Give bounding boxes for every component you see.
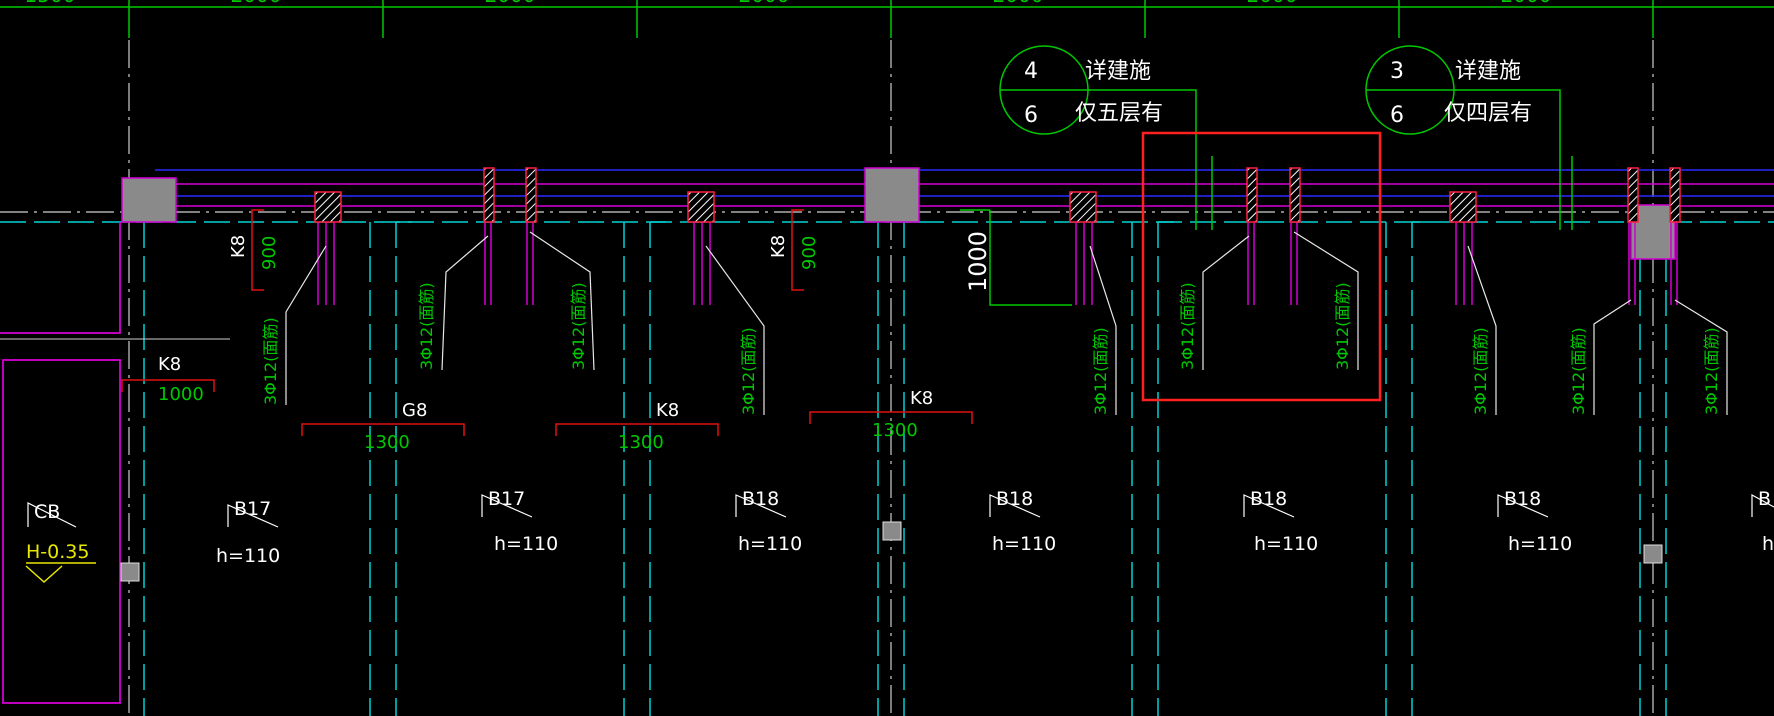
svg-text:K8: K8 [768, 235, 789, 258]
svg-text:h=110: h=110 [738, 533, 802, 555]
beam-mark-4: K8 1300 [809, 388, 973, 441]
callout-2: 3 6 详建施 仅四层有 [1365, 45, 1561, 230]
column-2 [864, 167, 920, 223]
rebar-label-2: 3Φ12(面筋) [417, 282, 436, 370]
svg-text:详建施: 详建施 [1455, 59, 1521, 84]
svg-text:详建施: 详建施 [1085, 59, 1151, 84]
svg-text:1300: 1300 [872, 420, 918, 441]
slab-label-2: B17 h=110 [481, 488, 558, 555]
rebar-hatches [314, 167, 1681, 305]
svg-text:B18: B18 [996, 488, 1033, 510]
svg-text:h=110: h=110 [494, 533, 558, 555]
svg-text:H-0.35: H-0.35 [26, 541, 89, 563]
slab-label-6: B18 h=110 [1497, 488, 1572, 555]
svg-text:B17: B17 [488, 488, 525, 510]
small-column-2 [882, 521, 902, 541]
callout-1: 4 6 详建施 仅五层有 [999, 45, 1197, 230]
svg-text:CB: CB [34, 501, 60, 523]
cb-label: CB H-0.35 [25, 501, 96, 584]
grid-dim-0: 1500 [25, 0, 76, 7]
vertical-dim-1: K8 900 [228, 209, 280, 291]
rebar-label-7: 3Φ12(面筋) [1333, 282, 1352, 370]
grid-dim-4: 2000 [993, 0, 1044, 7]
wall-lines [155, 169, 1774, 207]
small-column-1 [120, 562, 140, 582]
svg-text:3: 3 [1390, 59, 1404, 84]
svg-text:B18: B18 [1504, 488, 1541, 510]
svg-text:B17: B17 [234, 498, 271, 520]
beam-mark-1: K8 1000 [121, 354, 215, 405]
columns [121, 167, 1676, 260]
vertical-dim-2: K8 900 [768, 209, 820, 291]
beam-lines [0, 221, 1774, 716]
svg-text:B: B [1758, 488, 1771, 510]
beam-mark-3: K8 1300 [555, 400, 719, 453]
left-outline [0, 222, 121, 704]
svg-text:B18: B18 [742, 488, 779, 510]
highlight-box [1141, 131, 1382, 402]
svg-text:B18: B18 [1250, 488, 1287, 510]
vertical-dim-1000: 1000 [960, 209, 1072, 306]
rebar-label-6: 3Φ12(面筋) [1178, 282, 1197, 370]
svg-text:仅五层有: 仅五层有 [1075, 101, 1163, 126]
slab-label-5: B18 h=110 [1243, 488, 1318, 555]
grid-dim-5: 2000 [1247, 0, 1298, 7]
svg-text:仅四层有: 仅四层有 [1444, 101, 1532, 126]
svg-text:1000: 1000 [158, 384, 204, 405]
svg-text:G8: G8 [402, 400, 427, 421]
svg-text:900: 900 [259, 236, 280, 270]
rebar-label-4: 3Φ12(面筋) [739, 327, 758, 415]
svg-text:6: 6 [1390, 103, 1404, 128]
grid-dim-1: 2000 [231, 0, 282, 7]
svg-text:900: 900 [799, 236, 820, 270]
slab-label-1: B17 h=110 [216, 498, 280, 567]
svg-text:1300: 1300 [364, 432, 410, 453]
svg-text:K8: K8 [656, 400, 679, 421]
leader-lines [285, 231, 1728, 415]
svg-text:h=110: h=110 [992, 533, 1056, 555]
svg-text:1300: 1300 [618, 432, 664, 453]
grid-dim-6: 2000 [1501, 0, 1552, 7]
svg-text:h=110: h=110 [1254, 533, 1318, 555]
rebar-label-3: 3Φ12(面筋) [569, 282, 588, 370]
column-1 [121, 177, 177, 223]
slab-label-3: B18 h=110 [735, 488, 802, 555]
top-dimension-line: 1500 2000 2000 2000 2000 2000 2000 [0, 0, 1774, 38]
slab-label-4: B18 h=110 [989, 488, 1056, 555]
rebar-label-5: 3Φ12(面筋) [1091, 327, 1110, 415]
grid-dim-2: 2000 [485, 0, 536, 7]
svg-text:6: 6 [1024, 103, 1038, 128]
svg-text:h=110: h=110 [216, 545, 280, 567]
svg-text:h: h [1762, 533, 1774, 555]
svg-text:1000: 1000 [964, 231, 992, 292]
rebar-label-8: 3Φ12(面筋) [1471, 327, 1490, 415]
svg-text:K8: K8 [228, 235, 249, 258]
svg-text:K8: K8 [910, 388, 933, 409]
column-3 [1630, 204, 1676, 260]
svg-text:K8: K8 [158, 354, 181, 375]
svg-text:4: 4 [1024, 59, 1038, 84]
small-column-3 [1643, 544, 1663, 564]
slab-label-7: Bh [1751, 488, 1774, 555]
rebar-label-9: 3Φ12(面筋) [1569, 327, 1588, 415]
rebar-label-10: 3Φ12(面筋) [1702, 327, 1721, 415]
beam-mark-2: G8 1300 [301, 400, 465, 453]
rebar-label-1: 3Φ12(面筋) [261, 317, 280, 405]
svg-text:h=110: h=110 [1508, 533, 1572, 555]
grid-dim-3: 2000 [739, 0, 790, 7]
